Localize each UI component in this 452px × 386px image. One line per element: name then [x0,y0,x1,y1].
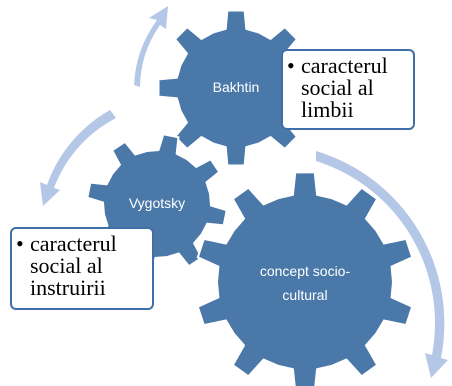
bullet-icon: • [287,53,295,78]
gear-label-socio-line2: cultural [282,287,327,303]
gear-label-vygotsky: Vygotsky [129,195,185,211]
gear-shape [196,171,414,386]
note-box-bakhtin: • caracterul social al limbii [281,49,415,130]
gear-shape [157,9,315,167]
arrow-top-left-icon [134,6,168,87]
arrow-mid-left-icon [40,110,116,206]
note-line: limbii [301,97,354,122]
arrow-right-icon [316,151,448,378]
note-line: caracterul [301,53,388,78]
gear-concept-sociocultural [196,171,414,386]
note-line: caracterul [30,231,117,256]
note-box-vygotsky: • caracterul social al instruirii [10,227,154,310]
bullet-icon: • [16,231,24,256]
gear-label-socio-line1: concept socio- [260,263,351,279]
note-line: instruirii [30,275,106,300]
note-line: social al [301,75,374,100]
gear-label-bakhtin: Bakhtin [213,79,260,95]
gear-bakhtin [157,9,315,167]
note-line: social al [30,253,103,278]
